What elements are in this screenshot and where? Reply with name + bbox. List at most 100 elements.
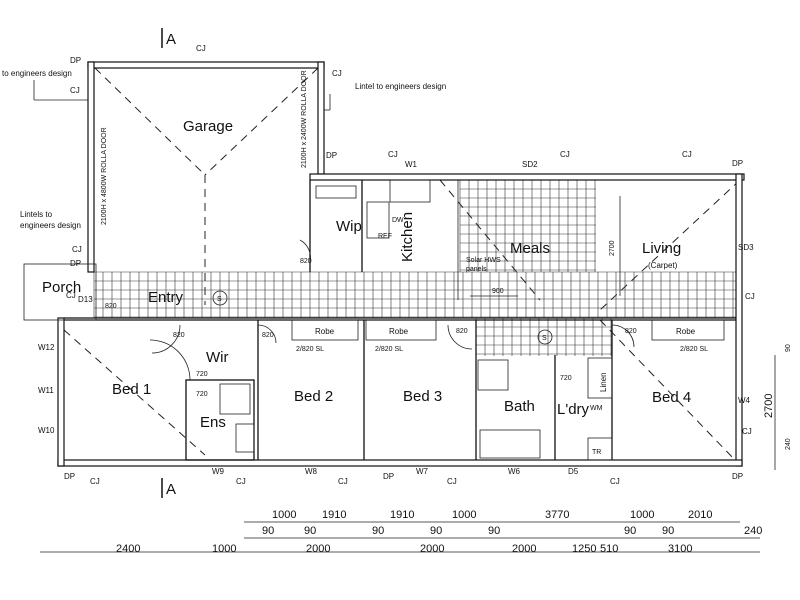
dimension-value: 90 <box>304 525 316 537</box>
dimension-lines <box>40 521 760 553</box>
svg-text:900: 900 <box>492 288 504 295</box>
tile-grid <box>93 179 736 356</box>
svg-text:CJ: CJ <box>742 427 752 436</box>
dimension-value: 1000 <box>212 543 236 555</box>
dimension-value: 1000 <box>452 509 476 521</box>
room-porch: Porch <box>42 279 81 296</box>
dimension-value: 2400 <box>116 543 140 555</box>
note-lintels-left-1: Lintels to <box>20 210 53 219</box>
room-wip: Wip <box>336 218 362 235</box>
walls <box>23 61 745 467</box>
svg-text:DP: DP <box>70 56 81 65</box>
svg-text:820: 820 <box>105 303 117 310</box>
svg-text:720: 720 <box>560 375 572 382</box>
dimension-value: 1000 <box>630 509 654 521</box>
svg-text:720: 720 <box>196 391 208 398</box>
room-bed3: Bed 3 <box>403 388 442 405</box>
dimension-value: 1250 <box>572 543 596 555</box>
room-ens: Ens <box>200 414 226 431</box>
room-linen: Linen <box>599 372 608 392</box>
note-solar-1: Solar HWS <box>466 257 501 264</box>
svg-text:DP: DP <box>383 472 394 481</box>
dimension-right: 2700 90 240 <box>763 344 792 470</box>
svg-text:SD3: SD3 <box>738 243 754 252</box>
svg-text:820: 820 <box>300 258 312 265</box>
svg-text:CJ: CJ <box>682 150 692 159</box>
svg-text:DW: DW <box>392 217 404 224</box>
svg-text:240: 240 <box>785 438 792 450</box>
svg-text:W7: W7 <box>416 467 429 476</box>
dimension-value: 90 <box>262 525 274 537</box>
dimension-value: 3100 <box>668 543 692 555</box>
svg-text:820: 820 <box>456 328 468 335</box>
garage-door-left: 2100H x 4800W ROLLA DOOR <box>101 127 108 225</box>
dimension-value: 240 <box>744 525 762 537</box>
doors <box>149 239 635 381</box>
svg-text:CJ: CJ <box>332 69 342 78</box>
svg-text:A: A <box>166 481 176 498</box>
room-bed1: Bed 1 <box>112 381 151 398</box>
svg-text:W1: W1 <box>405 160 418 169</box>
svg-text:CJ: CJ <box>70 86 80 95</box>
dimension-value: 90 <box>488 525 500 537</box>
room-wir: Wir <box>206 349 229 366</box>
svg-text:90: 90 <box>785 344 792 352</box>
svg-text:W6: W6 <box>508 467 521 476</box>
interior-dimensions: 2700 900 <box>470 196 621 297</box>
svg-text:D5: D5 <box>568 467 579 476</box>
dimension-value: 90 <box>372 525 384 537</box>
svg-text:SD2: SD2 <box>522 160 538 169</box>
dimension-value: 1000 <box>272 509 296 521</box>
svg-text:CJ: CJ <box>72 245 82 254</box>
note-lintel-right: Lintel to engineers design <box>355 82 446 91</box>
svg-text:DP: DP <box>326 151 337 160</box>
svg-text:W4: W4 <box>738 396 751 405</box>
svg-text:REF: REF <box>378 233 392 240</box>
svg-text:2700: 2700 <box>609 240 616 256</box>
room-bath: Bath <box>504 398 535 415</box>
room-living: Living <box>642 240 681 257</box>
room-living-note: (Carpet) <box>648 261 678 270</box>
room-ldry: L'dry <box>557 401 590 418</box>
dimension-value: 90 <box>662 525 674 537</box>
dimension-value: 1910 <box>322 509 346 521</box>
note-solar-2: panels <box>466 266 487 273</box>
svg-text:A: A <box>166 31 176 48</box>
svg-text:2/820 SL: 2/820 SL <box>296 346 324 353</box>
svg-text:CJ: CJ <box>90 477 100 486</box>
room-entry: Entry <box>148 289 184 306</box>
dimension-value: 2010 <box>688 509 712 521</box>
construction-labels: CJ DP CJ CJ DP CJ W1 SD2 CJ CJ DP CJ DP … <box>38 44 755 486</box>
svg-text:WM: WM <box>590 405 603 412</box>
robe-label-bed3: Robe <box>389 327 409 336</box>
room-meals: Meals <box>510 240 550 257</box>
svg-text:W12: W12 <box>38 343 55 352</box>
note-engineers-left: to engineers design <box>2 69 72 78</box>
svg-text:W11: W11 <box>38 386 54 395</box>
dimension-value: 3770 <box>545 509 569 521</box>
section-marker-top: A <box>161 28 176 48</box>
svg-text:D13: D13 <box>78 295 93 304</box>
svg-text:W9: W9 <box>212 467 225 476</box>
svg-text:CJ: CJ <box>447 477 457 486</box>
robe-label-bed2: Robe <box>315 327 335 336</box>
section-marker-bottom: A <box>161 478 176 498</box>
svg-text:720: 720 <box>196 371 208 378</box>
svg-text:CJ: CJ <box>560 150 570 159</box>
ceiling-lines <box>63 67 741 461</box>
svg-text:DP: DP <box>70 259 81 268</box>
room-garage: Garage <box>183 118 233 135</box>
svg-text:S: S <box>217 296 222 303</box>
dimension-value: 2000 <box>420 543 444 555</box>
robe-label-bed4: Robe <box>676 327 696 336</box>
smoke-detector-icon-2: S <box>537 329 553 345</box>
garage-door-right: 2100H x 2400W ROLLA DOOR <box>301 70 308 168</box>
room-bed4: Bed 4 <box>652 389 691 406</box>
svg-text:2/820 SL: 2/820 SL <box>375 346 403 353</box>
svg-text:CJ: CJ <box>338 477 348 486</box>
room-bed2: Bed 2 <box>294 388 333 405</box>
dimension-value: 90 <box>430 525 442 537</box>
dimension-value: 2000 <box>512 543 536 555</box>
